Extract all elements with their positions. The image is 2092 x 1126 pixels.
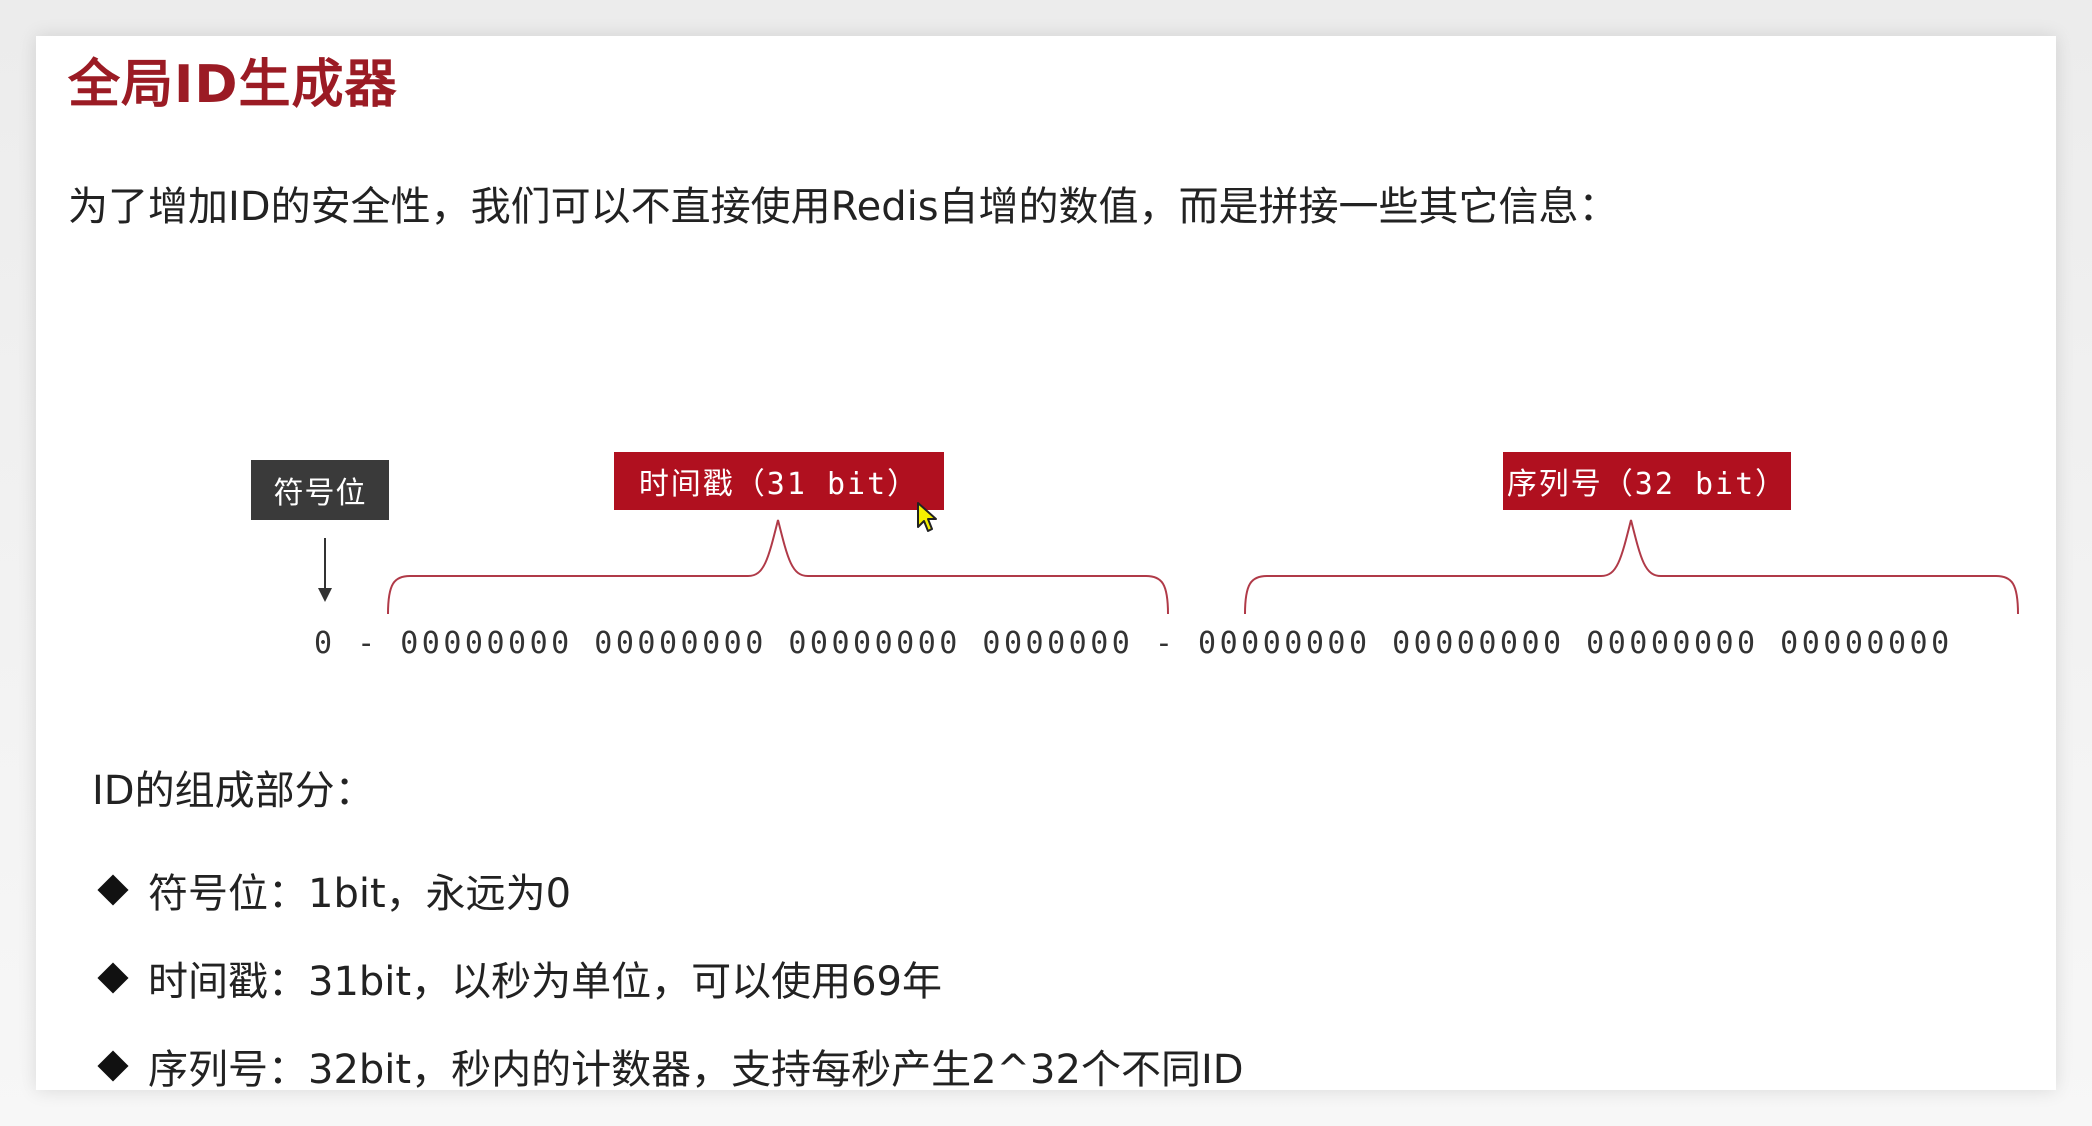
diamond-bullet-icon xyxy=(97,874,129,906)
slide-title: 全局ID生成器 xyxy=(68,55,398,115)
diagram-lines xyxy=(318,519,2019,615)
sign-bit-label: 符号位 xyxy=(251,460,389,520)
list-item-text: 时间戳：31bit，以秒为单位，可以使用69年 xyxy=(148,959,942,1005)
timestamp-label: 时间戳（31 bit） xyxy=(614,452,944,510)
list-item-text: 符号位：1bit，永远为0 xyxy=(148,871,572,917)
list-item: 时间戳：31bit，以秒为单位，可以使用69年 xyxy=(92,934,1244,1022)
timestamp-brace xyxy=(387,519,1169,615)
list-item: 符号位：1bit，永远为0 xyxy=(92,846,1244,934)
sequence-label: 序列号（32 bit） xyxy=(1503,452,1791,510)
diamond-bullet-icon xyxy=(97,962,129,994)
id-structure-diagram: 符号位 时间戳（31 bit） 序列号（32 bit） 0 - 00000000… xyxy=(36,416,2056,716)
list-item-text: 序列号：32bit，秒内的计数器，支持每秒产生2^32个不同ID xyxy=(148,1047,1244,1090)
sign-arrow-head xyxy=(318,588,332,602)
bit-layout: 0 - 00000000 00000000 00000000 0000000 -… xyxy=(314,626,1953,661)
slide: 全局ID生成器 为了增加ID的安全性，我们可以不直接使用Redis自增的数值，而… xyxy=(36,36,2056,1090)
composition-heading: ID的组成部分： xyxy=(92,768,375,814)
list-item: 序列号：32bit，秒内的计数器，支持每秒产生2^32个不同ID xyxy=(92,1022,1244,1090)
mouse-pointer-icon xyxy=(917,502,937,532)
diamond-bullet-icon xyxy=(97,1050,129,1082)
intro-text: 为了增加ID的安全性，我们可以不直接使用Redis自增的数值，而是拼接一些其它信… xyxy=(68,184,1619,230)
sequence-brace xyxy=(1244,519,2019,615)
composition-list: 符号位：1bit，永远为0 时间戳：31bit，以秒为单位，可以使用69年 序列… xyxy=(92,846,1244,1090)
